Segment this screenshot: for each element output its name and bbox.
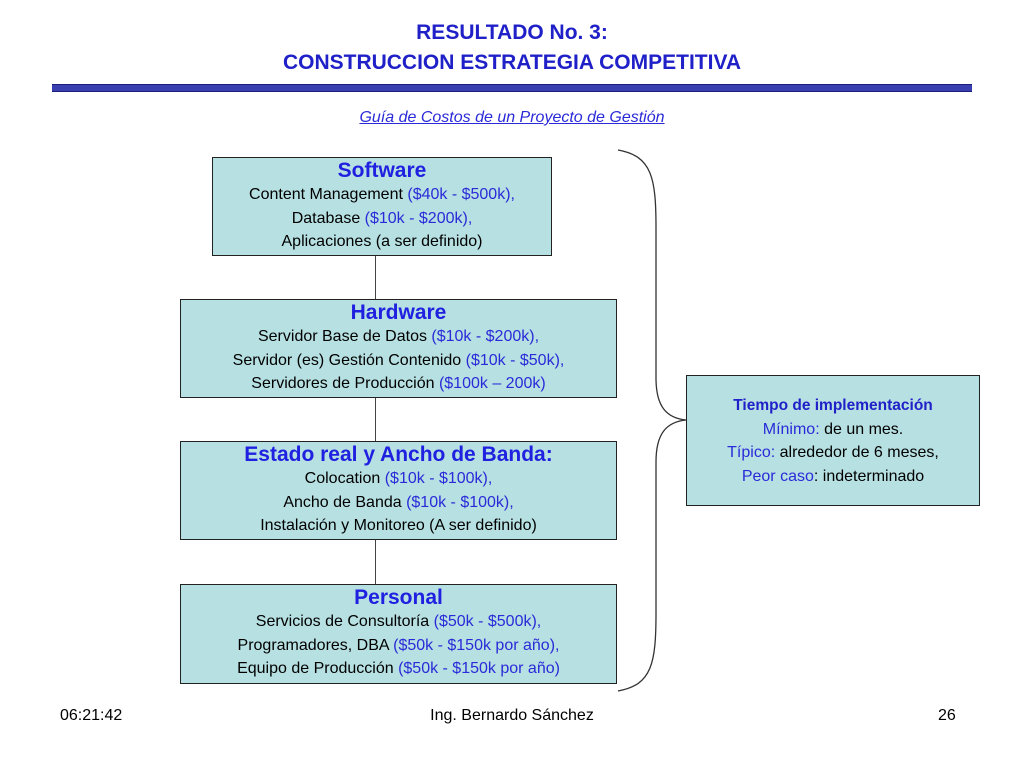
estado-box: Estado real y Ancho de Banda: Colocation… bbox=[180, 441, 617, 540]
estado-line1-cost: ($10k - $100k), bbox=[384, 470, 493, 487]
personal-box: Personal Servicios de Consultoría ($50k … bbox=[180, 584, 617, 684]
estado-line2: Ancho de Banda ($10k - $100k), bbox=[181, 491, 616, 515]
software-line1: Content Management ($40k - $500k), bbox=[213, 183, 551, 207]
footer-time: 06:21:42 bbox=[60, 707, 123, 724]
curly-brace bbox=[617, 149, 687, 692]
software-line2: Database ($10k - $200k), bbox=[213, 207, 551, 231]
personal-line3-cost: ($50k - $150k por año) bbox=[398, 660, 560, 677]
tiempo-tipico-label: Típico: bbox=[727, 444, 776, 461]
personal-line3-text: Equipo de Producción bbox=[237, 660, 399, 677]
hardware-line1-text: Servidor Base de Datos bbox=[257, 328, 432, 345]
personal-line1-text: Servicios de Consultoría bbox=[255, 613, 434, 630]
connector-hardware-estado bbox=[375, 398, 376, 442]
tiempo-minimo: Mínimo: de un mes. bbox=[687, 418, 979, 442]
slide-title-line1: RESULTADO No. 3: bbox=[416, 21, 608, 44]
tiempo-tipico-value: alrededor de 6 meses, bbox=[775, 444, 939, 461]
footer-page-number: 26 bbox=[938, 707, 956, 724]
hardware-line3-cost: ($100k – 200k) bbox=[438, 375, 546, 392]
hardware-line3-text: Servidores de Producción bbox=[251, 375, 439, 392]
tiempo-heading: Tiempo de implementación bbox=[733, 397, 933, 414]
estado-line2-cost: ($10k - $100k), bbox=[406, 493, 514, 511]
personal-line2-cost: ($50k - $150k por año), bbox=[393, 636, 560, 654]
tiempo-minimo-value: de un mes. bbox=[819, 420, 904, 438]
personal-line1: Servicios de Consultoría ($50k - $500k), bbox=[181, 610, 616, 634]
tiempo-tipico: Típico: alrededor de 6 meses, bbox=[687, 441, 979, 465]
personal-line1-cost: ($50k - $500k), bbox=[433, 613, 542, 630]
software-box: Software Content Management ($40k - $500… bbox=[212, 157, 552, 256]
title-divider bbox=[52, 84, 972, 92]
estado-line1-text: Colocation bbox=[304, 470, 385, 487]
hardware-line3: Servidores de Producción ($100k – 200k) bbox=[181, 372, 616, 396]
tiempo-peor: Peor caso: indeterminado bbox=[687, 465, 979, 489]
tiempo-peor-value: : indeterminado bbox=[813, 467, 925, 485]
tiempo-minimo-label: Mínimo: bbox=[762, 420, 820, 438]
tiempo-peor-label: Peor caso bbox=[741, 467, 814, 485]
hardware-line1-cost: ($10k - $200k), bbox=[431, 328, 540, 345]
hardware-line2-cost: ($10k - $50k), bbox=[465, 351, 565, 369]
software-line2-text: Database bbox=[291, 209, 365, 227]
personal-line3: Equipo de Producción ($50k - $150k por a… bbox=[181, 657, 616, 681]
hardware-heading: Hardware bbox=[350, 301, 447, 324]
software-line1-text: Content Management bbox=[249, 186, 408, 203]
slide-title-line2: CONSTRUCCION ESTRATEGIA COMPETITIVA bbox=[282, 51, 742, 74]
personal-line2-text: Programadores, DBA bbox=[237, 636, 394, 654]
software-line1-cost: ($40k - $500k), bbox=[407, 186, 515, 203]
estado-line3: Instalación y Monitoreo (A ser definido) bbox=[260, 517, 537, 534]
estado-line1: Colocation ($10k - $100k), bbox=[181, 467, 616, 491]
estado-line2-text: Ancho de Banda bbox=[283, 493, 407, 511]
connector-software-hardware bbox=[375, 256, 376, 300]
hardware-box: Hardware Servidor Base de Datos ($10k - … bbox=[180, 299, 617, 398]
connector-estado-personal bbox=[375, 540, 376, 584]
tiempo-box: Tiempo de implementación Mínimo: de un m… bbox=[686, 375, 980, 506]
software-heading: Software bbox=[337, 159, 427, 182]
hardware-line2: Servidor (es) Gestión Contenido ($10k - … bbox=[181, 349, 616, 373]
personal-line2: Programadores, DBA ($50k - $150k por año… bbox=[181, 634, 616, 658]
footer-author: Ing. Bernardo Sánchez bbox=[430, 707, 594, 724]
estado-heading: Estado real y Ancho de Banda: bbox=[244, 443, 553, 466]
personal-heading: Personal bbox=[354, 586, 443, 609]
hardware-line1: Servidor Base de Datos ($10k - $200k), bbox=[181, 325, 616, 349]
hardware-line2-text: Servidor (es) Gestión Contenido bbox=[232, 351, 466, 369]
software-line3: Aplicaciones (a ser definido) bbox=[281, 233, 483, 250]
software-line2-cost: ($10k - $200k), bbox=[364, 209, 473, 227]
slide-subtitle: Guía de Costos de un Proyecto de Gestión bbox=[359, 109, 665, 126]
